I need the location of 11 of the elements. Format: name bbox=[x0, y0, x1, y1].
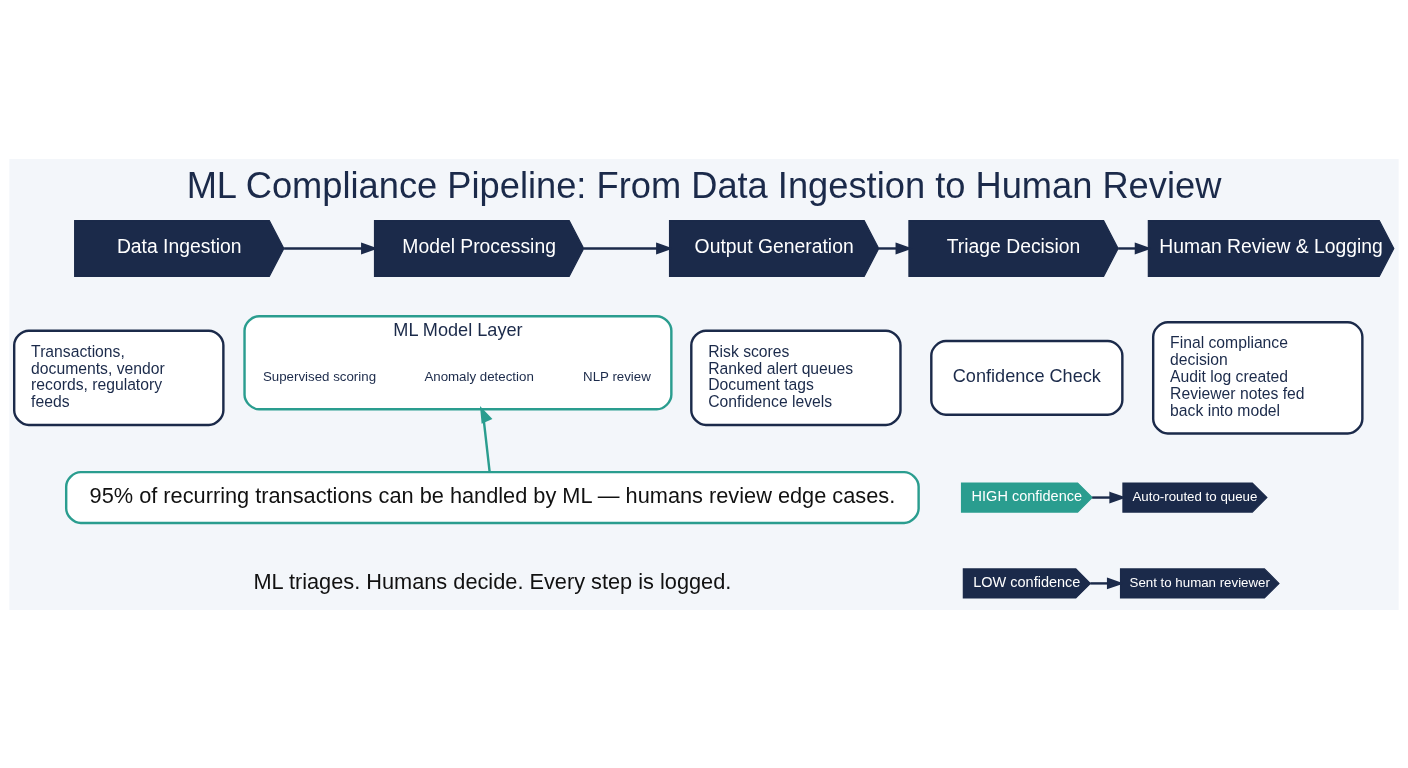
node-text: Supervised scoring bbox=[262, 368, 377, 384]
node-text: Anomaly detection bbox=[424, 368, 534, 384]
node-box: 95% of recurring transactions can be handled by ML — humans review edge cases. bbox=[65, 470, 920, 524]
diagram-title: ML Compliance Pipeline: From Data Ingestion to Human Review bbox=[186, 164, 1222, 206]
node-box: Final compliance decision Audit log created Reviewer notes fed back into model bbox=[1152, 320, 1364, 435]
node-box: Transactions, documents, vendor records, regulatory feeds bbox=[13, 329, 225, 426]
node-text: NLP review bbox=[583, 368, 651, 384]
caption: ML triages. Humans decide. Every step is logged. bbox=[253, 568, 732, 594]
arrow bbox=[479, 405, 493, 472]
node-box: Confidence Check bbox=[930, 339, 1124, 416]
node-box: Risk scores Ranked alert queues Document tags Confidence levels bbox=[690, 329, 902, 426]
